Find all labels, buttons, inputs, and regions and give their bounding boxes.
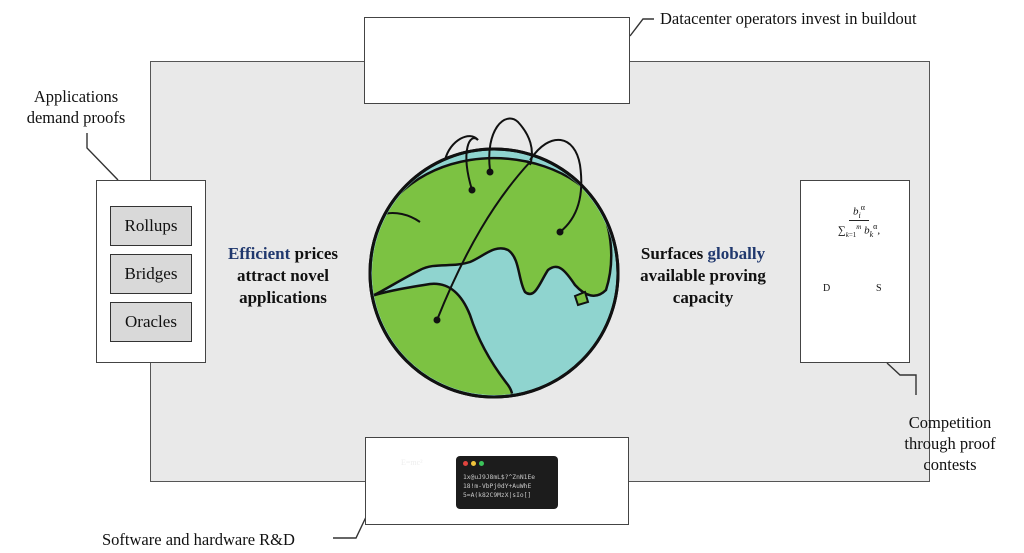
competition-label: Competition through proof contests: [904, 413, 996, 474]
contests-panel: [800, 180, 910, 363]
global-capacity-text: Surfaces globally available proving capa…: [640, 244, 766, 307]
applications-panel: Rollups Bridges Oracles: [96, 180, 206, 363]
demand-label: D: [823, 283, 831, 294]
bridges-box: Bridges: [110, 254, 192, 294]
formula-denominator: ∑k=1m bkα,: [837, 221, 881, 239]
bottom-leader-line: [333, 516, 367, 539]
formula-numerator: biα: [849, 203, 869, 221]
research-panel: [365, 437, 629, 525]
datacenter-panel: [364, 17, 630, 104]
left-leader-line: [86, 133, 119, 181]
efficient-prices-text: Efficient prices attract novel applicati…: [227, 244, 338, 307]
top-leader-line: [629, 18, 654, 37]
proof-contest-formula: biα ∑k=1m bkα,: [824, 203, 894, 239]
oracles-box: Oracles: [110, 302, 192, 342]
research-label: Software and hardware R&D: [102, 530, 295, 549]
rollups-box: Rollups: [110, 206, 192, 246]
applications-label: Applications demand proofs: [26, 87, 126, 127]
terminal-text: 1x@uJ9J8mL$?^ZnN1Ee 18!m-VbPj0dY+AuWhE 5…: [463, 474, 536, 499]
blackboard-text: E=mc²: [401, 458, 423, 467]
right-leader-line: [886, 362, 917, 395]
supply-label: S: [876, 283, 882, 294]
globe-icon: [368, 117, 620, 399]
datacenter-label: Datacenter operators invest in buildout: [660, 9, 917, 28]
terminal-icon: 1x@uJ9J8mL$?^ZnN1Ee 18!m-VbPj0dY+AuWhE 5…: [456, 456, 558, 509]
